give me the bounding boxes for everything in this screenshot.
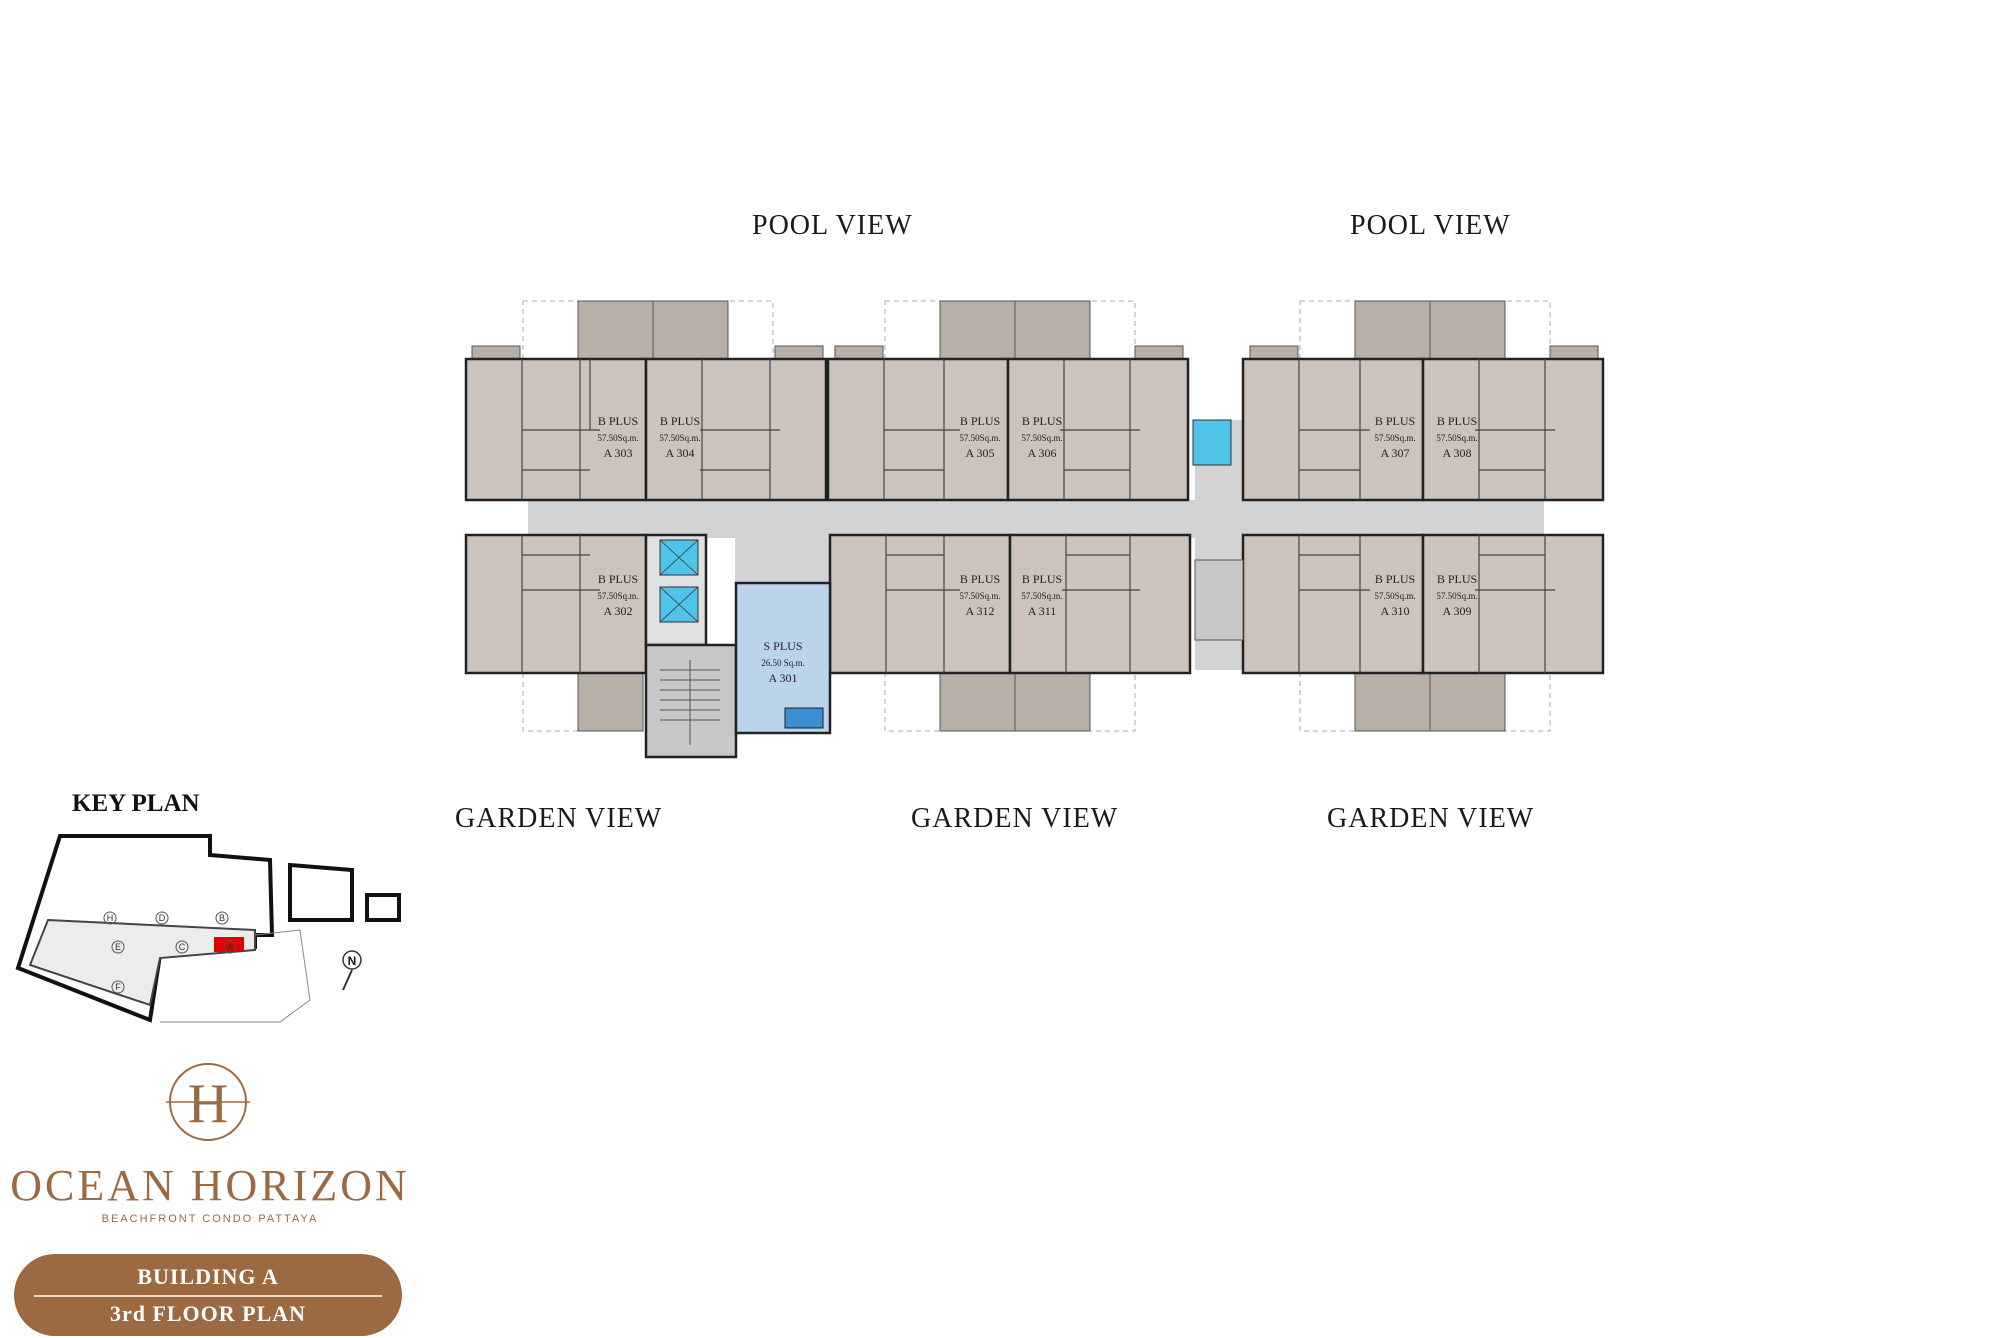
staircase [644, 559, 1244, 759]
unit-type: B PLUS [1437, 414, 1477, 428]
keyplan-block-marker [215, 911, 229, 925]
keyplan-block-marker [155, 911, 169, 925]
north-arrow-icon: N [348, 954, 357, 968]
keyplan-block-label: F [115, 982, 121, 992]
keyplan-block-marker [175, 940, 189, 954]
unit-code: A 303 [603, 446, 632, 460]
unit-type: B PLUS [960, 414, 1000, 428]
unit-code: A 304 [665, 446, 694, 460]
keyplan-block-label: H [107, 913, 114, 923]
unit-area: 57.50Sq.m. [1374, 433, 1415, 443]
unit-type: B PLUS [1375, 572, 1415, 586]
unit-code: A 301 [768, 671, 797, 685]
unit-code: A 312 [965, 604, 994, 618]
unit-code: A 309 [1442, 604, 1471, 618]
unit-type: B PLUS [660, 414, 700, 428]
pool-view-label-right: POOL VIEW [1350, 210, 1511, 241]
keyplan-block-marker [111, 940, 125, 954]
unit-code: A 311 [1028, 604, 1057, 618]
unit-area: 57.50Sq.m. [959, 433, 1000, 443]
unit-type: B PLUS [1022, 572, 1062, 586]
unit-type: B PLUS [1022, 414, 1062, 428]
unit-type: B PLUS [1437, 572, 1477, 586]
keyplan-block-label: E [115, 942, 121, 952]
svg-text:H: H [188, 1073, 228, 1135]
unit-code: A 306 [1027, 446, 1056, 460]
unit-type: B PLUS [598, 414, 638, 428]
unit-code: A 310 [1380, 604, 1409, 618]
unit-code: A 308 [1442, 446, 1471, 460]
balconies-south [522, 672, 1551, 732]
badge-divider [34, 1295, 382, 1297]
keyplan-block-label: B [219, 913, 225, 923]
unit-area: 57.50Sq.m. [1021, 591, 1062, 601]
logo-monogram: H [166, 1063, 250, 1141]
keyplan-block-marker [103, 911, 117, 925]
units-north-row [464, 357, 1605, 502]
unit-code: A 307 [1380, 446, 1409, 460]
studio-tile [784, 707, 824, 729]
units-south-row [464, 533, 1605, 675]
keyplan-block-marker [223, 940, 237, 954]
unit-area: 26.50 Sq.m. [761, 658, 805, 668]
highlighted-building [214, 937, 244, 952]
unit-type: B PLUS [1375, 414, 1415, 428]
floor-label: 3rd FLOOR PLAN [109, 1301, 307, 1326]
keyplan-block-label: C [179, 942, 186, 952]
unit-area: 57.50Sq.m. [1374, 591, 1415, 601]
brand-tagline: BEACHFRONT CONDO PATTAYA [101, 1213, 319, 1225]
key-plan-title: KEY PLAN [72, 790, 200, 817]
lift-core [644, 419, 1232, 647]
unit-area: 57.50Sq.m. [1021, 433, 1062, 443]
garden-view-label-center: GARDEN VIEW [911, 803, 1119, 834]
keyplan-block-label: D [159, 913, 166, 923]
keyplan-block-marker [111, 980, 125, 994]
unit-area: 57.50Sq.m. [1436, 433, 1477, 443]
unit-type: B PLUS [960, 572, 1000, 586]
unit-code: A 302 [603, 604, 632, 618]
pool-view-label-left: POOL VIEW [752, 210, 913, 241]
unit-area: 57.50Sq.m. [659, 433, 700, 443]
unit-area: 57.50Sq.m. [597, 591, 638, 601]
unit-code: A 305 [965, 446, 994, 460]
garden-view-label-left: GARDEN VIEW [455, 803, 663, 834]
interior-walls [521, 359, 1555, 673]
unit-type: B PLUS [598, 572, 638, 586]
unit-type: S PLUS [763, 639, 802, 653]
balconies-north [471, 300, 1599, 360]
unit-area: 57.50Sq.m. [1436, 591, 1477, 601]
unit-area: 57.50Sq.m. [959, 591, 1000, 601]
floor-badge: BUILDING A 3rd FLOOR PLAN [14, 1254, 402, 1336]
key-plan: H D B E C A F N [15, 834, 401, 1023]
garden-view-label-right: GARDEN VIEW [1327, 803, 1535, 834]
building-label: BUILDING A [137, 1264, 279, 1289]
unit-area: 57.50Sq.m. [597, 433, 638, 443]
brand-name: OCEAN HORIZON [10, 1161, 410, 1210]
keyplan-block-label: A [227, 942, 233, 952]
